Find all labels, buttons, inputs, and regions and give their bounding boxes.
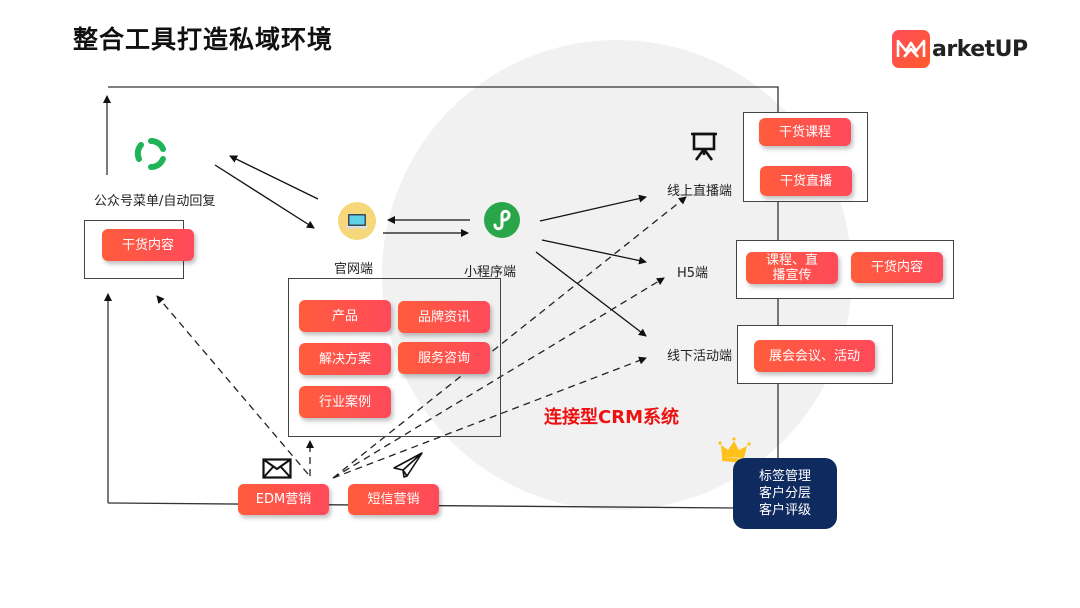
logo-text: arketUP: [932, 36, 1028, 62]
h5-label: H5端: [677, 266, 709, 281]
presentation-board-icon: [689, 131, 719, 167]
edm-to-wechat-dashed-arrow: [156, 295, 309, 475]
website-to-wechat-arrow: [229, 155, 319, 200]
live-label: 线上直播端: [667, 184, 733, 199]
mini-to-h5-arrow: [541, 239, 647, 265]
website-content-box: [288, 278, 501, 437]
crm-core-panel[interactable]: 标签管理 客户分层 客户评级: [733, 458, 837, 529]
crm-system-label: 连接型CRM系统: [544, 407, 679, 428]
marketup-logo: arketUP: [892, 30, 1028, 68]
crm-core-customer-layering: 客户分层: [758, 486, 811, 501]
wechat-recycle-icon: [132, 135, 170, 177]
website-label: 官网端: [334, 262, 374, 277]
crm-core-tag-management: 标签管理: [758, 469, 811, 484]
edm-to-h5-dashed-arrow: [332, 277, 665, 479]
website-item-solutions[interactable]: 解决方案: [299, 343, 391, 375]
offline-item-events[interactable]: 展会会议、活动: [754, 340, 875, 372]
sms-marketing-button[interactable]: 短信营销: [348, 484, 439, 515]
mini-program-icon: [483, 201, 521, 243]
website-item-service-consult[interactable]: 服务咨询: [398, 342, 490, 374]
wechat-label: 公众号菜单/自动回复: [94, 194, 216, 209]
mini-to-offline-arrow: [535, 251, 647, 337]
page-title: 整合工具打造私域环境: [73, 25, 334, 54]
wechat-to-website-arrow: [214, 164, 315, 229]
logo-m-icon: [892, 30, 930, 68]
edm-to-offline-dashed-arrow: [332, 356, 647, 479]
edm-marketing-button[interactable]: EDM营销: [238, 484, 329, 515]
envelope-icon: [262, 458, 292, 483]
h5-item-course-promo-text: 课程、直播宣传: [765, 253, 818, 283]
edm-to-live-dashed-arrow: [332, 196, 687, 479]
crm-core-customer-rating: 客户评级: [758, 503, 811, 518]
live-item-live[interactable]: 干货直播: [760, 166, 852, 196]
offline-label: 线下活动端: [667, 349, 733, 364]
website-item-industry-cases[interactable]: 行业案例: [299, 386, 391, 418]
laptop-icon: [337, 201, 377, 245]
live-item-courses[interactable]: 干货课程: [759, 118, 851, 146]
paper-plane-icon: [392, 451, 424, 483]
h5-item-course-promo[interactable]: 课程、直播宣传: [746, 252, 838, 284]
top-loop-line: [108, 86, 779, 112]
h5-item-dry-content[interactable]: 干货内容: [851, 252, 943, 283]
website-item-brand-news[interactable]: 品牌资讯: [398, 301, 490, 333]
website-item-product[interactable]: 产品: [299, 300, 391, 332]
miniprogram-label: 小程序端: [464, 265, 517, 280]
wechat-item-dry-content[interactable]: 干货内容: [102, 229, 194, 261]
mini-to-live-arrow: [539, 194, 647, 222]
